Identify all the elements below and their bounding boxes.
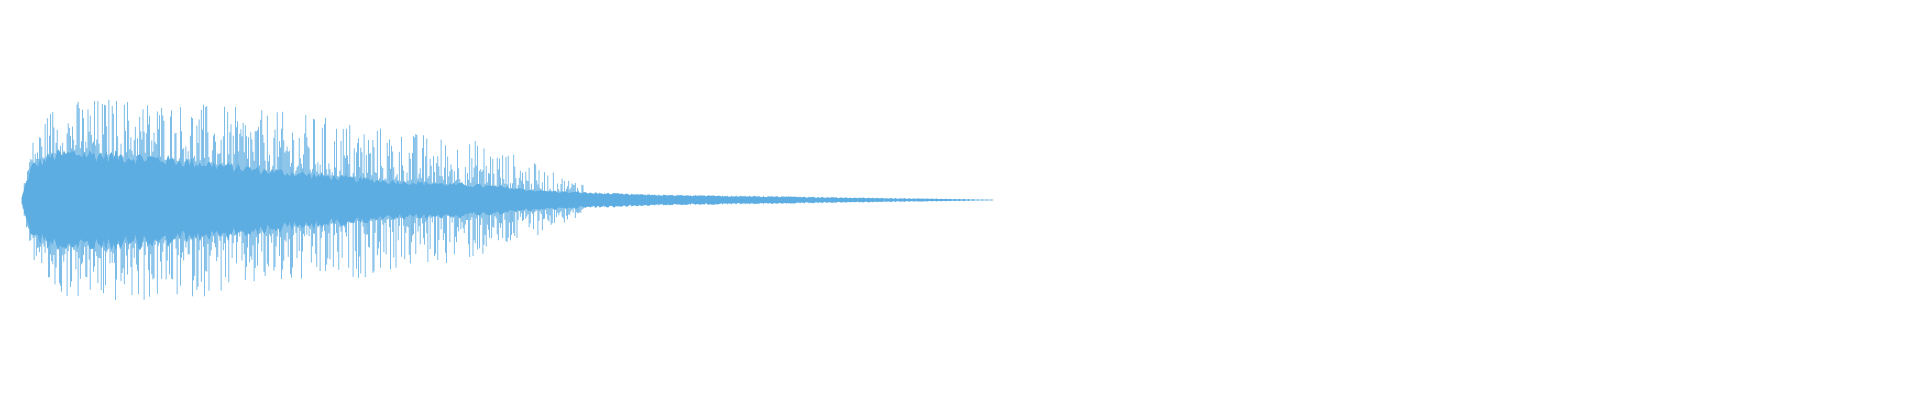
waveform-series — [21, 99, 994, 300]
waveform-transients — [21, 99, 584, 300]
